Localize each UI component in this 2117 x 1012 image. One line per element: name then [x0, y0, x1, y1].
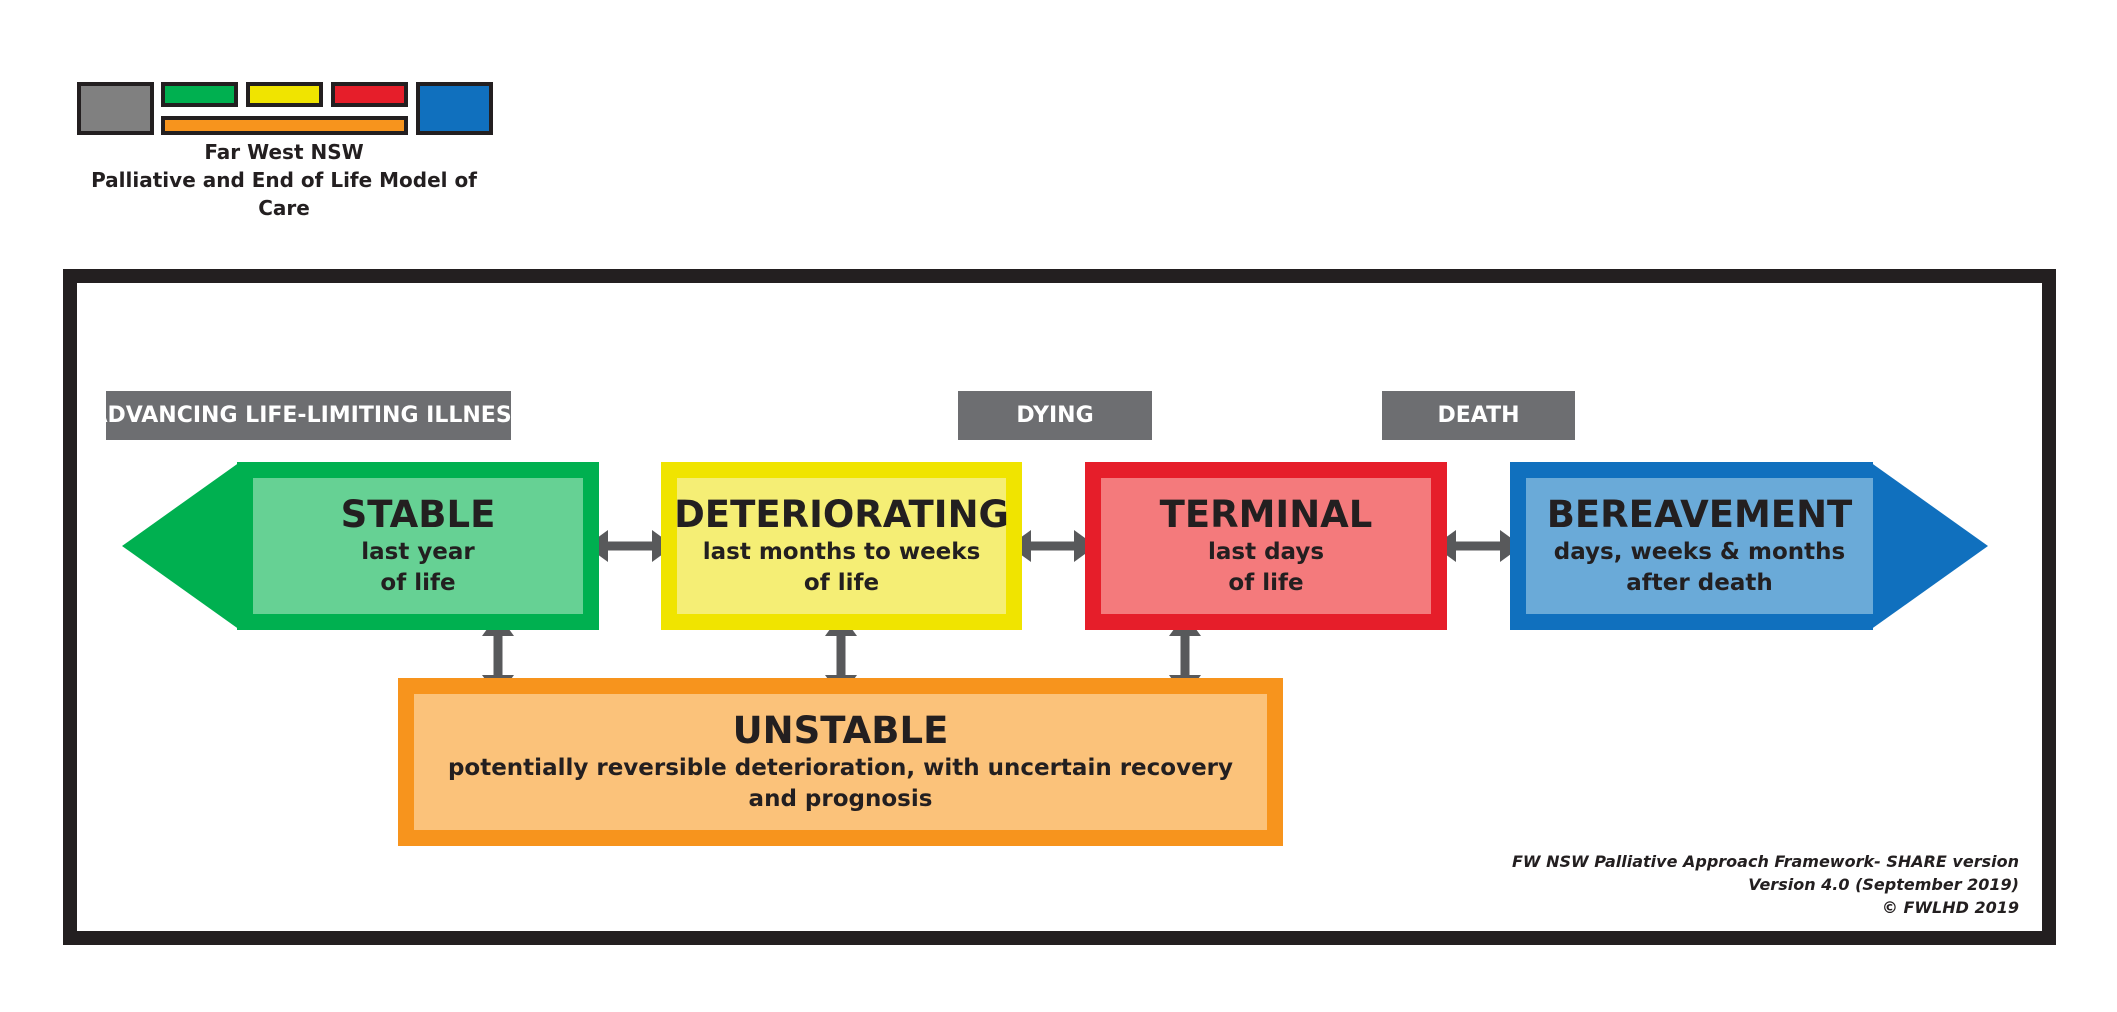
- dying-label: DYING: [958, 391, 1152, 440]
- version-footnote: FW NSW Palliative Approach Framework- SH…: [1319, 850, 2019, 919]
- bereavement-arrow-tip: [1870, 462, 1988, 630]
- unstable-line1: potentially reversible deterioration, wi…: [447, 755, 1234, 781]
- terminal-line1: last days: [1207, 539, 1325, 565]
- connector-terminal-bereavement: [1434, 530, 1522, 562]
- footnote-line2: Version 4.0 (September 2019): [1748, 875, 2019, 894]
- bereavement-line2: after death: [1626, 570, 1773, 596]
- advancing-illness-label: ADVANCING LIFE-LIMITING ILLNESS: [90, 391, 527, 440]
- logo-yellow-swatch: [246, 82, 323, 107]
- unstable-phase-box: UNSTABLE potentially reversible deterior…: [398, 678, 1283, 846]
- footnote-line1: FW NSW Palliative Approach Framework- SH…: [1511, 852, 2019, 871]
- deteriorating-title: DETERIORATING: [674, 493, 1009, 536]
- logo-green-swatch: [161, 82, 238, 107]
- stable-title: STABLE: [340, 493, 496, 536]
- terminal-line2: of life: [1228, 570, 1304, 596]
- deteriorating-phase-box: DETERIORATING last months to weeks of li…: [661, 462, 1022, 630]
- death-label: DEATH: [1382, 391, 1575, 440]
- logo-blue-swatch: [416, 82, 493, 135]
- connector-deteriorating-terminal: [1009, 530, 1096, 562]
- stable-line1: last year: [361, 539, 475, 565]
- logo-title-line2: Palliative and End of Life Model of Care: [91, 168, 477, 220]
- terminal-title: TERMINAL: [1159, 493, 1373, 536]
- deteriorating-line2: of life: [803, 570, 880, 596]
- stable-line2: of life: [380, 570, 456, 596]
- bereavement-line1: days, weeks & months: [1553, 539, 1846, 565]
- logo-red-swatch: [331, 82, 408, 107]
- deteriorating-line1: last months to weeks: [702, 539, 981, 565]
- logo-grey-swatch: [77, 82, 154, 135]
- logo-orange-swatch: [161, 116, 408, 135]
- logo-title-line1: Far West NSW: [204, 140, 364, 164]
- terminal-phase-box: TERMINAL last days of life: [1085, 462, 1447, 630]
- bereavement-phase-box: BEREAVEMENT days, weeks & months after d…: [1510, 462, 1873, 630]
- bereavement-title: BEREAVEMENT: [1546, 493, 1853, 536]
- stable-phase-box: STABLE last year of life: [237, 462, 599, 630]
- unstable-line2: and prognosis: [748, 786, 933, 812]
- stable-arrow-tip: [122, 462, 240, 630]
- footnote-line3: © FWLHD 2019: [1881, 898, 2019, 917]
- logo-caption: Far West NSW Palliative and End of Life …: [70, 138, 498, 222]
- unstable-title: UNSTABLE: [732, 709, 949, 752]
